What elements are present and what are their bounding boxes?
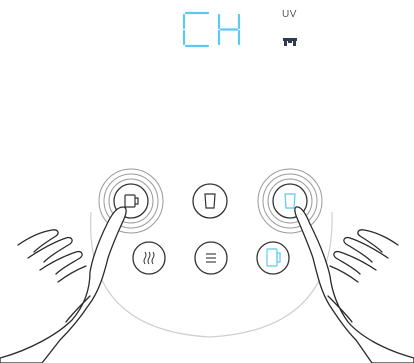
segment-display — [184, 13, 239, 46]
hand-pressing-right — [295, 207, 414, 363]
tall-glass-button[interactable] — [257, 242, 289, 274]
steam-button[interactable] — [133, 242, 165, 274]
hand-pressing-left — [0, 207, 126, 363]
glass-button[interactable] — [193, 184, 227, 218]
menu-button[interactable] — [195, 242, 227, 274]
house-icon — [283, 38, 297, 46]
segment-char-c — [184, 13, 208, 46]
segment-char-h — [219, 15, 239, 44]
